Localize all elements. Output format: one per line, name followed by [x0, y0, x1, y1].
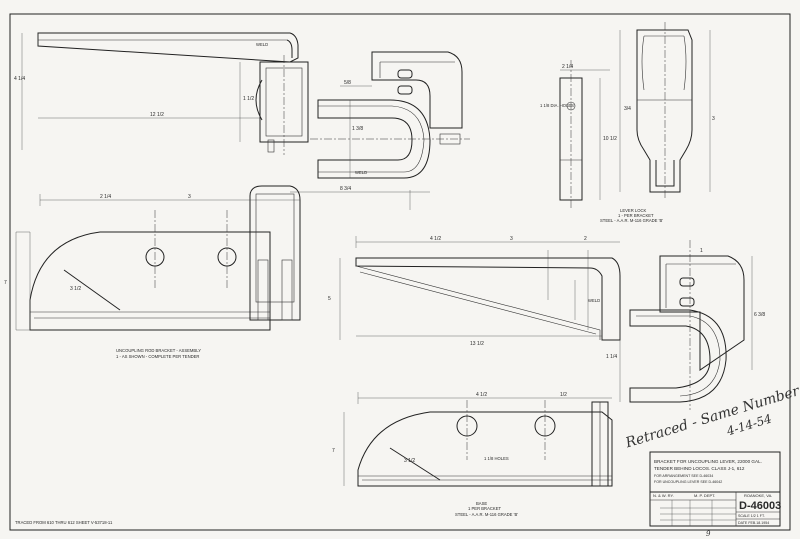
base-material: STEEL - A.A.R. M-116 GRADE 'B' [455, 512, 518, 517]
dim-label: 1 [700, 248, 703, 254]
dim-label: 7 [4, 280, 7, 286]
base-qty: 1 PER BRACKET [468, 506, 501, 511]
dim-label: 7 [332, 448, 335, 454]
footer-note: TRACED FROM 610 THRU 612 SHEET V-53718-1… [15, 520, 113, 525]
dim-label: 1/2 [560, 392, 567, 398]
right-bracket-view [619, 240, 753, 410]
weld-label-right: WELD [588, 298, 600, 303]
dim-label: 2 1/4 [100, 194, 111, 200]
dim-label: 1 3/8 [352, 126, 363, 132]
dim-label: 5/8 [344, 80, 351, 86]
base-title: BASE [476, 501, 487, 506]
weld-label-bottom: WELD [355, 170, 367, 175]
dim-label: 4 1/2 [430, 236, 441, 242]
dim-label: 10 1/2 [603, 136, 617, 142]
dim-label: 3 1/2 [70, 286, 81, 292]
dim-label: 1 1/2 [243, 96, 254, 102]
hole-dia-note: 1 1/8 DIA. HOLES [540, 103, 574, 108]
dim-label: 3 [712, 116, 715, 122]
dim-label: 3/4 [624, 106, 631, 112]
sheet-mark: 9 [706, 530, 711, 538]
dim-label: 4 1/2 [476, 392, 487, 398]
dim-label: 6 3/8 [754, 312, 765, 318]
arrangement-note: FOR ARRANGEMENT SEE D-46034 [654, 474, 713, 478]
dim-label: 1 1/4 [606, 354, 617, 360]
lever-lock-material: STEEL - A.A.R. M-116 GRADE 'B' [600, 218, 663, 223]
dim-label: 2 [584, 236, 587, 242]
assembly-elevation [15, 185, 301, 331]
drawing-date: DATE FEB.18.1954 [738, 521, 769, 525]
dim-label: 13 1/2 [470, 341, 484, 347]
dim-label: 3 [188, 194, 191, 200]
holes-note: 1 1/8 HOLES [484, 456, 509, 461]
assembly-title: UNCOUPLING ROD BRACKET - ASSEMBLY [116, 348, 201, 353]
lever-lock-title: LEVER LOCK [620, 208, 647, 213]
dim-label: 5 [328, 296, 331, 302]
drawing-title-line2: TENDER BEHIND LOCOS. CLASS J-1, 612 [654, 466, 745, 471]
dim-label: 4 1/4 [14, 76, 25, 82]
dim-label: 3 1/2 [404, 458, 415, 464]
lever-lock-views [559, 22, 711, 210]
railway-name: N. & W. RY. [653, 493, 674, 498]
drawing-scale: SCALE 1/2 1 FT. [738, 514, 765, 518]
department: M. P. DEPT. [694, 493, 715, 498]
retraced-note: Retraced - Same Number [623, 383, 800, 452]
rod-detail-view [339, 236, 621, 341]
drawing-title-line1: BRACKET FOR UNCOUPLING LEVER, 22000 GAL. [654, 459, 762, 464]
dim-label: 2 1/4 [562, 64, 573, 70]
lever-lock-qty: 1 - PER BRACKET [618, 213, 654, 218]
weld-label-top: WELD [256, 42, 268, 47]
drawing-number: D-46003 [739, 500, 781, 512]
base-plate-view [343, 392, 613, 487]
dim-label: 8 3/4 [340, 186, 351, 192]
assembly-qty: 1 - AS SHOWN - COMPLETE PER TENDER [116, 354, 199, 359]
uncoupling-lever-note: FOR UNCOUPLING LEVER SEE D-46042 [654, 480, 722, 484]
top-assembly-view [21, 32, 470, 210]
sheet-border [9, 13, 791, 531]
dim-label: 3 [510, 236, 513, 242]
dim-label: 12 1/2 [150, 112, 164, 118]
location: ROANOKE, VA. [744, 493, 772, 498]
title-block [649, 451, 781, 527]
retraced-stamp: Retraced - Same Number 4-14-54 [623, 383, 800, 452]
